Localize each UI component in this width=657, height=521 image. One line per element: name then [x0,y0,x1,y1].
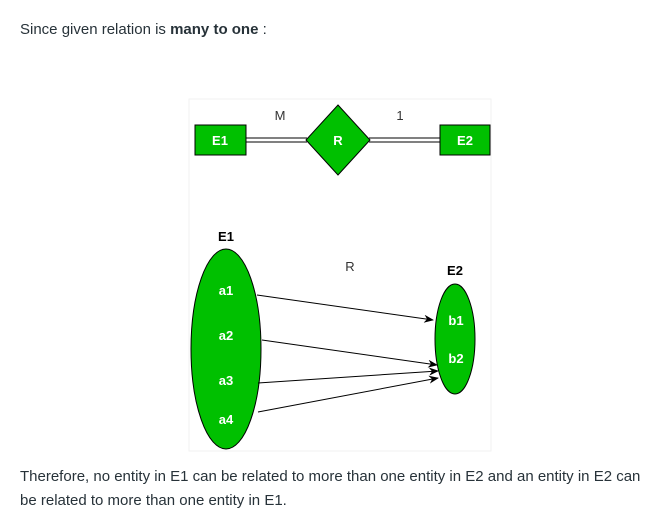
entity-e2-label: E2 [457,133,473,148]
element-a3: a3 [219,373,233,388]
entity-e1 [194,124,247,156]
set-e2-label: E2 [447,263,463,278]
set-e2-ellipse [434,283,476,395]
element-b2: b2 [448,351,463,366]
set-e1-label: E1 [218,229,234,244]
mapping-diagram: E1 E2 R a1 a2 a3 a4 b1 b2 [190,229,476,450]
arrow-a1-b1 [256,294,434,323]
conclusion-text: Therefore, no entity in E1 can be relate… [20,468,641,509]
er-notation: E1 R E2 M 1 [194,104,491,176]
cardinality-m: M [275,108,286,123]
relation-label: R [345,259,354,274]
element-a2: a2 [219,328,233,343]
element-b1: b1 [448,313,463,328]
set-e1-ellipse [190,248,262,450]
arrow-a2-b2 [261,339,438,368]
intro-text: Since given relation is many to one : [20,18,267,42]
intro-bold: many to one [170,21,259,38]
element-a1: a1 [219,283,233,298]
intro-plain: Since given relation is [20,21,171,38]
arrow-a4-b2 [257,375,439,413]
relationship-r-label: R [333,133,343,148]
intro-end: : [258,21,267,38]
relationship-r [305,104,371,176]
cardinality-1: 1 [396,108,403,123]
arrow-a3-b2 [257,367,439,384]
element-a4: a4 [219,412,234,427]
entity-e2 [439,124,491,156]
entity-e1-label: E1 [212,133,228,148]
